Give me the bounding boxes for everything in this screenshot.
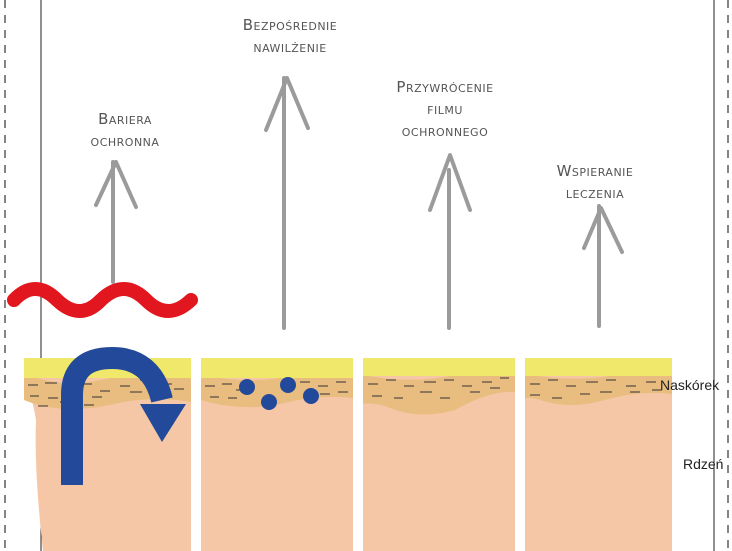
label-bariera-line1: Bariera [40, 108, 210, 130]
label-przywrocenie-line3: ochronnego [345, 120, 545, 142]
label-wspieranie-line1: Wspieranie [515, 160, 675, 182]
moisture-dot [261, 394, 277, 410]
label-bezposrednie-line1: Bezpośrednie [190, 14, 390, 36]
arrow-przywrocenie [430, 155, 470, 328]
surface-layer [201, 358, 353, 378]
moisture-dot [303, 388, 319, 404]
moisture-dot [280, 377, 296, 393]
skin-panel-4 [525, 358, 672, 551]
label-wspieranie-line2: leczenia [515, 182, 675, 204]
layer-label-dermis: Rdzeń [683, 456, 723, 472]
label-przywrocenie: Przywrócenie filmu ochronnego [345, 76, 545, 142]
surface-layer [525, 358, 672, 376]
arrow-bariera [96, 162, 136, 282]
skin-panel-2 [201, 358, 353, 551]
label-wspieranie: Wspieranie leczenia [515, 160, 675, 204]
moisture-dot [239, 379, 255, 395]
surface-layer [363, 358, 515, 376]
label-bariera-line2: ochronna [40, 130, 210, 152]
label-przywrocenie-line2: filmu [345, 98, 545, 120]
arrow-wspieranie [584, 206, 622, 326]
arrow-bezposrednie [266, 78, 308, 328]
layer-label-epidermis: Naskórek [660, 377, 719, 393]
skin-panel-3 [363, 358, 515, 551]
label-przywrocenie-line1: Przywrócenie [345, 76, 545, 98]
label-bezposrednie: Bezpośrednie nawilżenie [190, 14, 390, 58]
label-bariera: Bariera ochronna [40, 108, 210, 152]
label-bezposrednie-line2: nawilżenie [190, 36, 390, 58]
